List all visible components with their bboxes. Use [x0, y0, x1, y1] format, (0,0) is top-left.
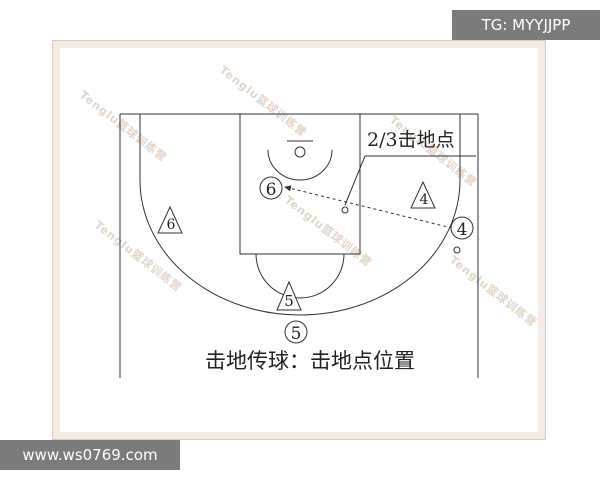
bounce-point-annotation: 2/3击地点 — [367, 129, 455, 151]
three-point-arc — [139, 179, 461, 316]
restricted-arc — [267, 149, 333, 181]
player-number: 5 — [284, 292, 294, 310]
telegram-badge: TG: MYYJJPP — [452, 10, 600, 40]
offense-player-5: 5 — [284, 320, 308, 344]
player-number: 4 — [420, 192, 429, 208]
defense-player-5: 5 — [276, 280, 302, 311]
offense-player-4: 4 — [450, 216, 474, 240]
defense-player-6: 6 — [157, 205, 183, 234]
ball — [453, 246, 461, 254]
bounce-point-marker — [341, 206, 349, 214]
diagram-caption: 击地传球：击地点位置 — [205, 349, 415, 373]
offense-player-6: 6 — [259, 176, 283, 200]
diagram-paper: Tenglu篮球训练营 Tenglu篮球训练营 Tenglu篮球训练营 Teng… — [60, 48, 539, 432]
free-throw-circle — [255, 253, 345, 299]
player-number: 6 — [167, 217, 176, 233]
player-number: 4 — [457, 220, 468, 240]
defense-player-4: 4 — [410, 180, 436, 209]
free-throw-lane — [239, 113, 361, 255]
website-badge: www.ws0769.com — [0, 440, 180, 470]
player-number: 6 — [266, 180, 277, 200]
rim — [294, 146, 306, 158]
annotation-leader — [344, 155, 476, 206]
bounce-pass-line — [284, 185, 453, 229]
player-number: 5 — [291, 324, 302, 344]
